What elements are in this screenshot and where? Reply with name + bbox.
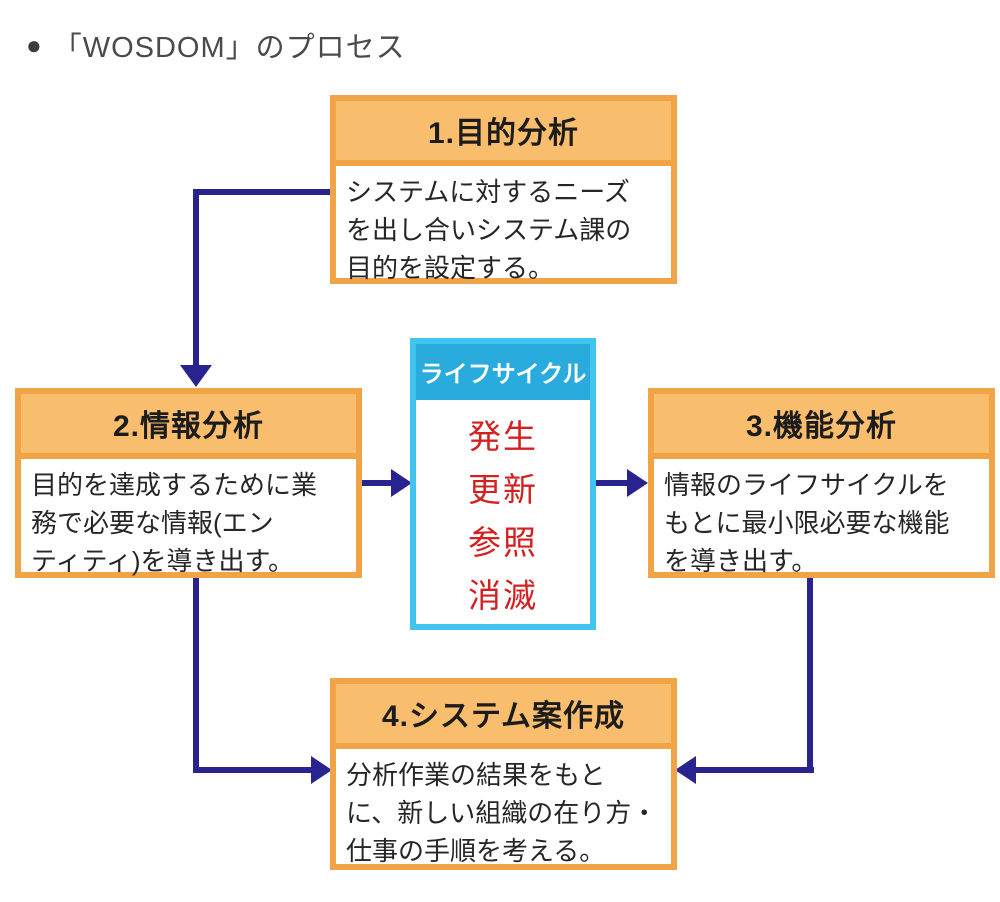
title-bullet-icon: ● [26, 30, 43, 60]
arrow-segment [193, 189, 332, 195]
arrow-segment [193, 575, 199, 773]
box-step3-title: 3.機能分析 [654, 394, 989, 459]
arrow-segment [193, 189, 199, 367]
arrow-segment [358, 480, 393, 486]
box-step1-purpose-analysis: 1.目的分析 システムに対するニーズ を出し合いシステム課の 目的を設定する。 [330, 95, 677, 284]
arrowhead-right-icon [627, 469, 648, 497]
arrow-segment [594, 480, 629, 486]
box-step2-title: 2.情報分析 [21, 394, 356, 459]
lifecycle-item-reference: 参照 [468, 524, 538, 561]
box-lifecycle-title: ライフサイクル [416, 344, 590, 400]
box-step1-title: 1.目的分析 [336, 101, 671, 166]
box-step4-system-proposal: 4.システム案作成 分析作業の結果をもと に、新しい組織の在り方・ 仕事の手順を… [330, 678, 677, 870]
diagram-title: ● 「WOSDOM」のプロセス [26, 24, 406, 66]
box-lifecycle-body: 発生 更新 参照 消滅 [416, 400, 590, 632]
box-step3-body: 情報のライフサイクルを もとに最小限必要な機能 を導き出す。 [664, 470, 950, 576]
box-step2-information-analysis: 2.情報分析 目的を達成するために業 務で必要な情報(エン ティティ)を導き出す… [15, 388, 362, 578]
box-step2-body: 目的を達成するために業 務で必要な情報(エン ティティ)を導き出す。 [31, 470, 318, 576]
lifecycle-item-deletion: 消滅 [468, 577, 538, 614]
box-step4-body: 分析作業の結果をもと に、新しい組織の在り方・ 仕事の手順を考える。 [346, 760, 658, 866]
arrow-segment [193, 767, 313, 773]
lifecycle-item-update: 更新 [468, 471, 538, 508]
title-text: 「WOSDOM」のプロセス [52, 32, 406, 64]
arrow-segment [694, 767, 814, 773]
arrowhead-down-icon [180, 365, 212, 387]
arrowhead-left-icon [675, 756, 696, 784]
arrowhead-right-icon [311, 756, 332, 784]
box-lifecycle: ライフサイクル 発生 更新 参照 消滅 [410, 338, 596, 630]
box-step3-function-analysis: 3.機能分析 情報のライフサイクルを もとに最小限必要な機能 を導き出す。 [648, 388, 995, 578]
arrowhead-right-icon [391, 469, 412, 497]
arrow-segment [807, 575, 813, 773]
box-step1-body: システムに対するニーズ を出し合いシステム課の 目的を設定する。 [346, 177, 632, 283]
box-step4-title: 4.システム案作成 [336, 684, 671, 749]
lifecycle-item-creation: 発生 [468, 418, 538, 455]
